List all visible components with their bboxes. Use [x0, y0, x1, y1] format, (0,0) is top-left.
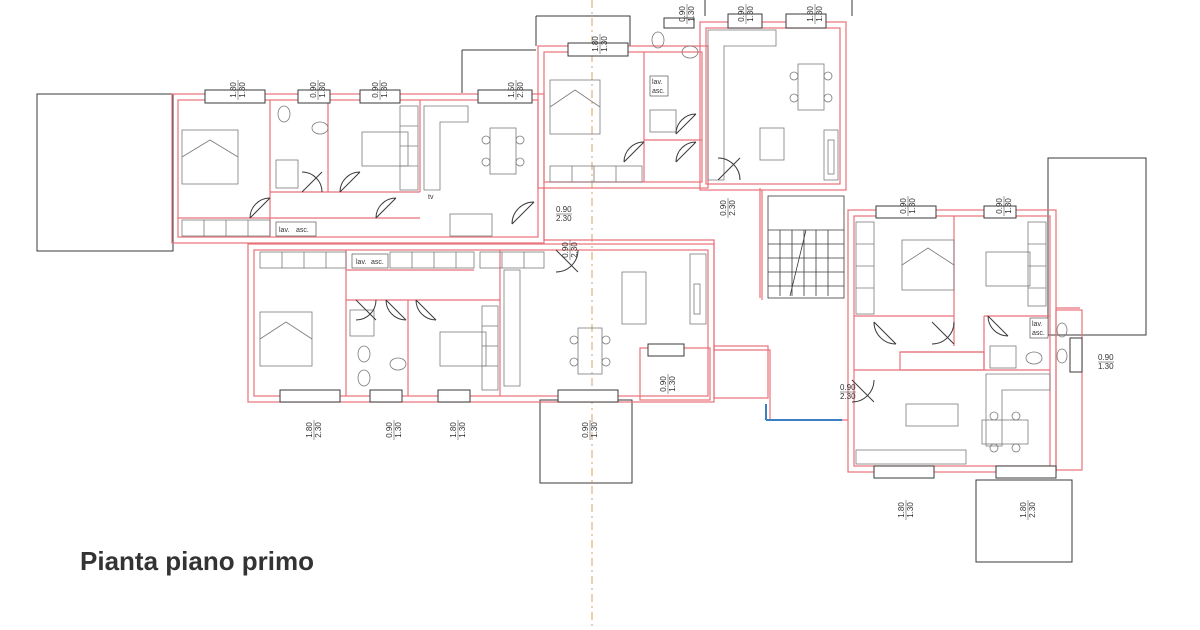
window-dimension-label-height: 2.30 [314, 422, 323, 438]
door-dimension-label-width: 0.90 [840, 383, 856, 392]
window-dimension-label-width: 1.80 [1019, 502, 1028, 518]
window-dimension-label-height: 1.30 [746, 6, 755, 22]
window-dimension-label-width: 1.80 [229, 82, 238, 98]
window-dimension-label-height: 1.30 [1098, 362, 1114, 371]
windows [204, 13, 1083, 479]
door-dimension-label-width: 0.90 [719, 200, 728, 216]
door-dimension-label-height: 2.30 [840, 392, 856, 401]
window-dimension-label-width: 1.80 [806, 6, 815, 22]
window-dimension-label-height: 1.30 [318, 82, 327, 98]
asc-label: asc. [371, 259, 384, 266]
window-dimension-label-width: 0.90 [309, 82, 318, 98]
window-dimension-label-width: 0.90 [385, 422, 394, 438]
lav-label: lav. [279, 227, 289, 234]
window-dimension-label-height: 1.30 [394, 422, 403, 438]
walls [171, 21, 1083, 473]
window-dimension-label-width: 0.90 [737, 6, 746, 22]
staircase [767, 195, 845, 299]
door-dimension-label: 0.902.30 [556, 205, 572, 223]
window-dimension-label-width: 0.90 [899, 198, 908, 214]
window-dimension-label-width: 0.90 [995, 198, 1004, 214]
window-dimension-label-width: 0.90 [1098, 353, 1114, 362]
window-dimension-label-height: 1.30 [590, 422, 599, 438]
terraces [36, 0, 1147, 563]
window-dimension-label-width: 0.90 [678, 6, 687, 22]
door-dimension-label-width: 0.90 [556, 205, 572, 214]
window-dimension-label-height: 1.30 [908, 198, 917, 214]
window-dimension-label: 0.901.30 [1098, 353, 1114, 371]
window-dimension-label-width: 1.80 [591, 36, 600, 52]
furniture [181, 29, 1068, 465]
window-dimension-label-height: 1.30 [687, 6, 696, 22]
window-dimension-label-width: 1.50 [507, 82, 516, 98]
tv-label: tv [428, 194, 434, 201]
window-dimension-label-width: 1.80 [305, 422, 314, 438]
window-dimension-label-width: 1.80 [449, 422, 458, 438]
window-dimension-label-height: 1.30 [458, 422, 467, 438]
asc-label: asc. [652, 88, 665, 95]
door-dimension-label-height: 2.30 [570, 242, 579, 258]
window-dimension-label-height: 2.30 [1028, 502, 1037, 518]
window-dimension-label-width: 0.90 [659, 376, 668, 392]
lav-label: lav. [1032, 321, 1042, 328]
door-dimension-label-width: 0.90 [561, 242, 570, 258]
asc-label: asc. [296, 227, 309, 234]
window-dimension-label-width: 0.90 [581, 422, 590, 438]
window-dimension-label-height: 1.30 [815, 6, 824, 22]
door-dimension-label-height: 2.30 [728, 200, 737, 216]
window-dimension-label-height: 2.30 [516, 82, 525, 98]
window-dimension-label-height: 1.30 [1004, 198, 1013, 214]
doors [249, 113, 1009, 403]
window-dimension-label-width: 0.90 [371, 82, 380, 98]
asc-label: asc. [1032, 330, 1045, 337]
window-dimension-label-height: 1.30 [668, 376, 677, 392]
lav-label: lav. [356, 259, 366, 266]
page-title: Pianta piano primo [80, 546, 315, 576]
lav-label: lav. [652, 79, 662, 86]
room-labels: lav. asc. lav. asc. lav. asc. lav. asc. … [275, 75, 1049, 339]
window-dimension-label-height: 1.30 [380, 82, 389, 98]
window-dimension-label-height: 1.30 [238, 82, 247, 98]
door-dimension-label: 0.902.30 [840, 383, 856, 401]
door-dimension-label-height: 2.30 [556, 214, 572, 223]
window-dimension-label-height: 1.30 [906, 502, 915, 518]
window-dimension-label-width: 1.80 [897, 502, 906, 518]
window-dimension-label-height: 1.30 [600, 36, 609, 52]
